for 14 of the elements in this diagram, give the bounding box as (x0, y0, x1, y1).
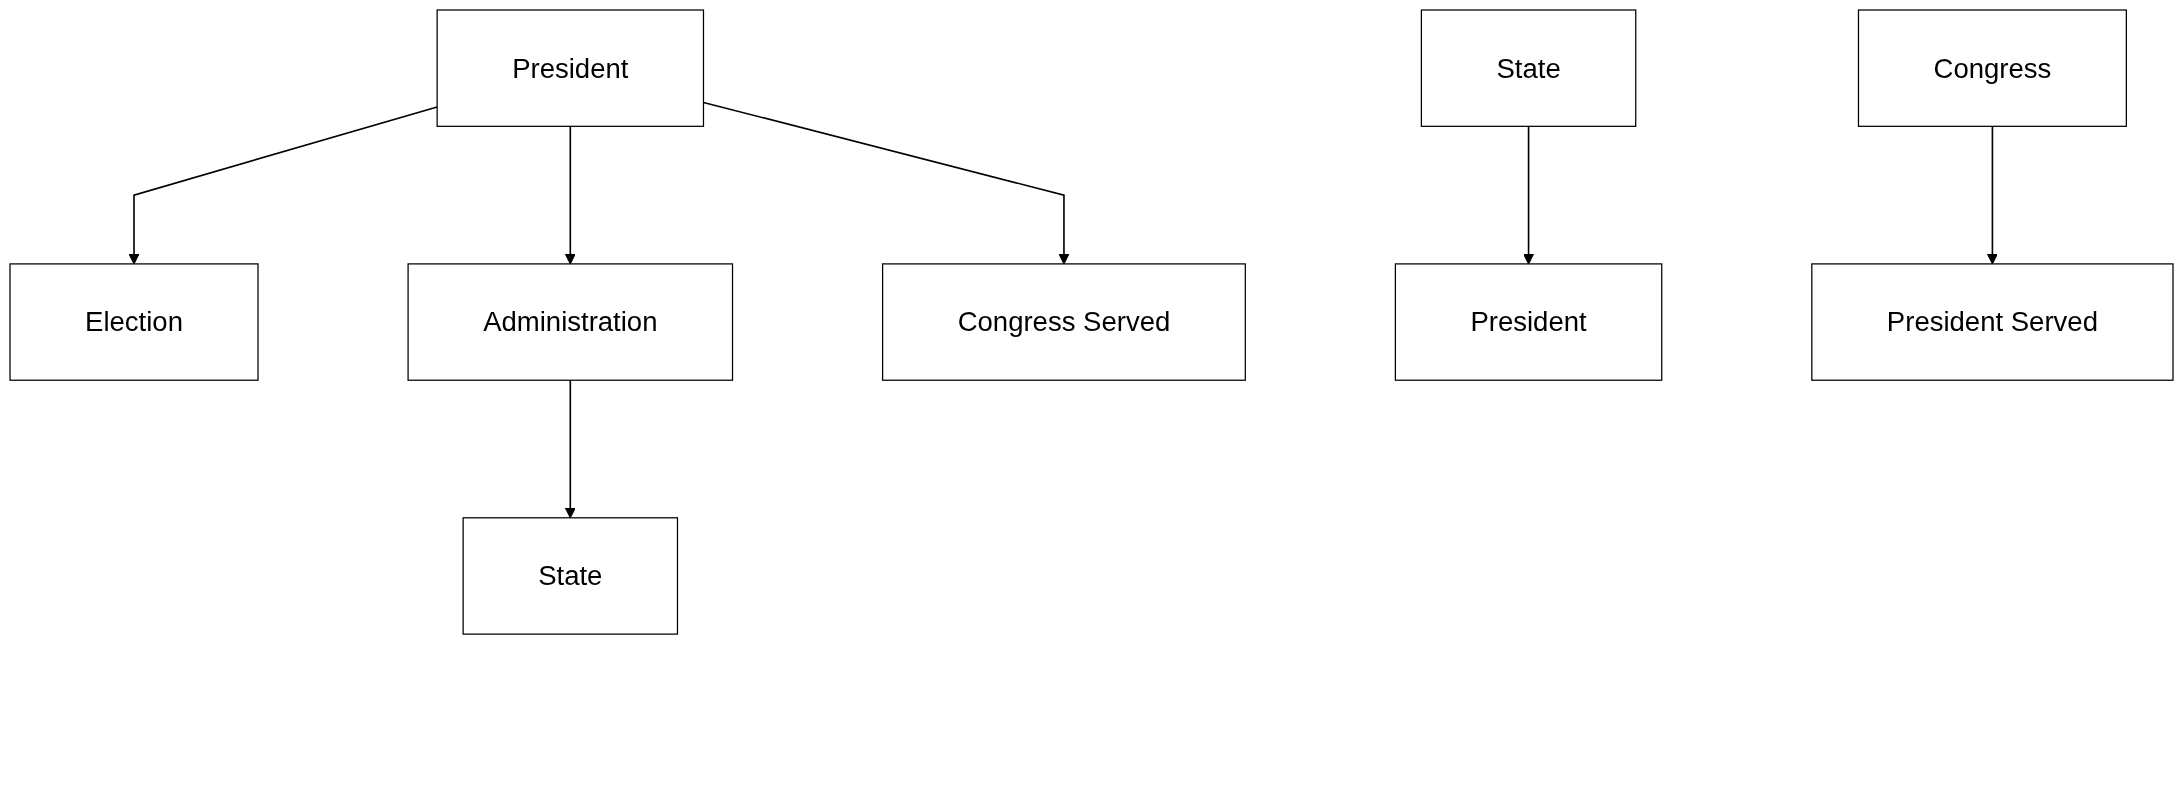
arrow (564, 125, 576, 265)
arrow (1986, 125, 1998, 265)
node-box: Election (9, 263, 259, 381)
arrow (1523, 125, 1535, 265)
node-box: President (436, 9, 705, 127)
node-box: President Served (1811, 263, 2174, 381)
node-box: State (1420, 9, 1637, 127)
node-box: President (1394, 263, 1663, 381)
node-box: Congress Served (882, 263, 1246, 381)
node-box: State (462, 517, 679, 635)
node-box: Congress (1857, 9, 2127, 127)
arrow (564, 379, 576, 519)
arrow (128, 106, 438, 265)
node-box: Administration (407, 263, 734, 381)
